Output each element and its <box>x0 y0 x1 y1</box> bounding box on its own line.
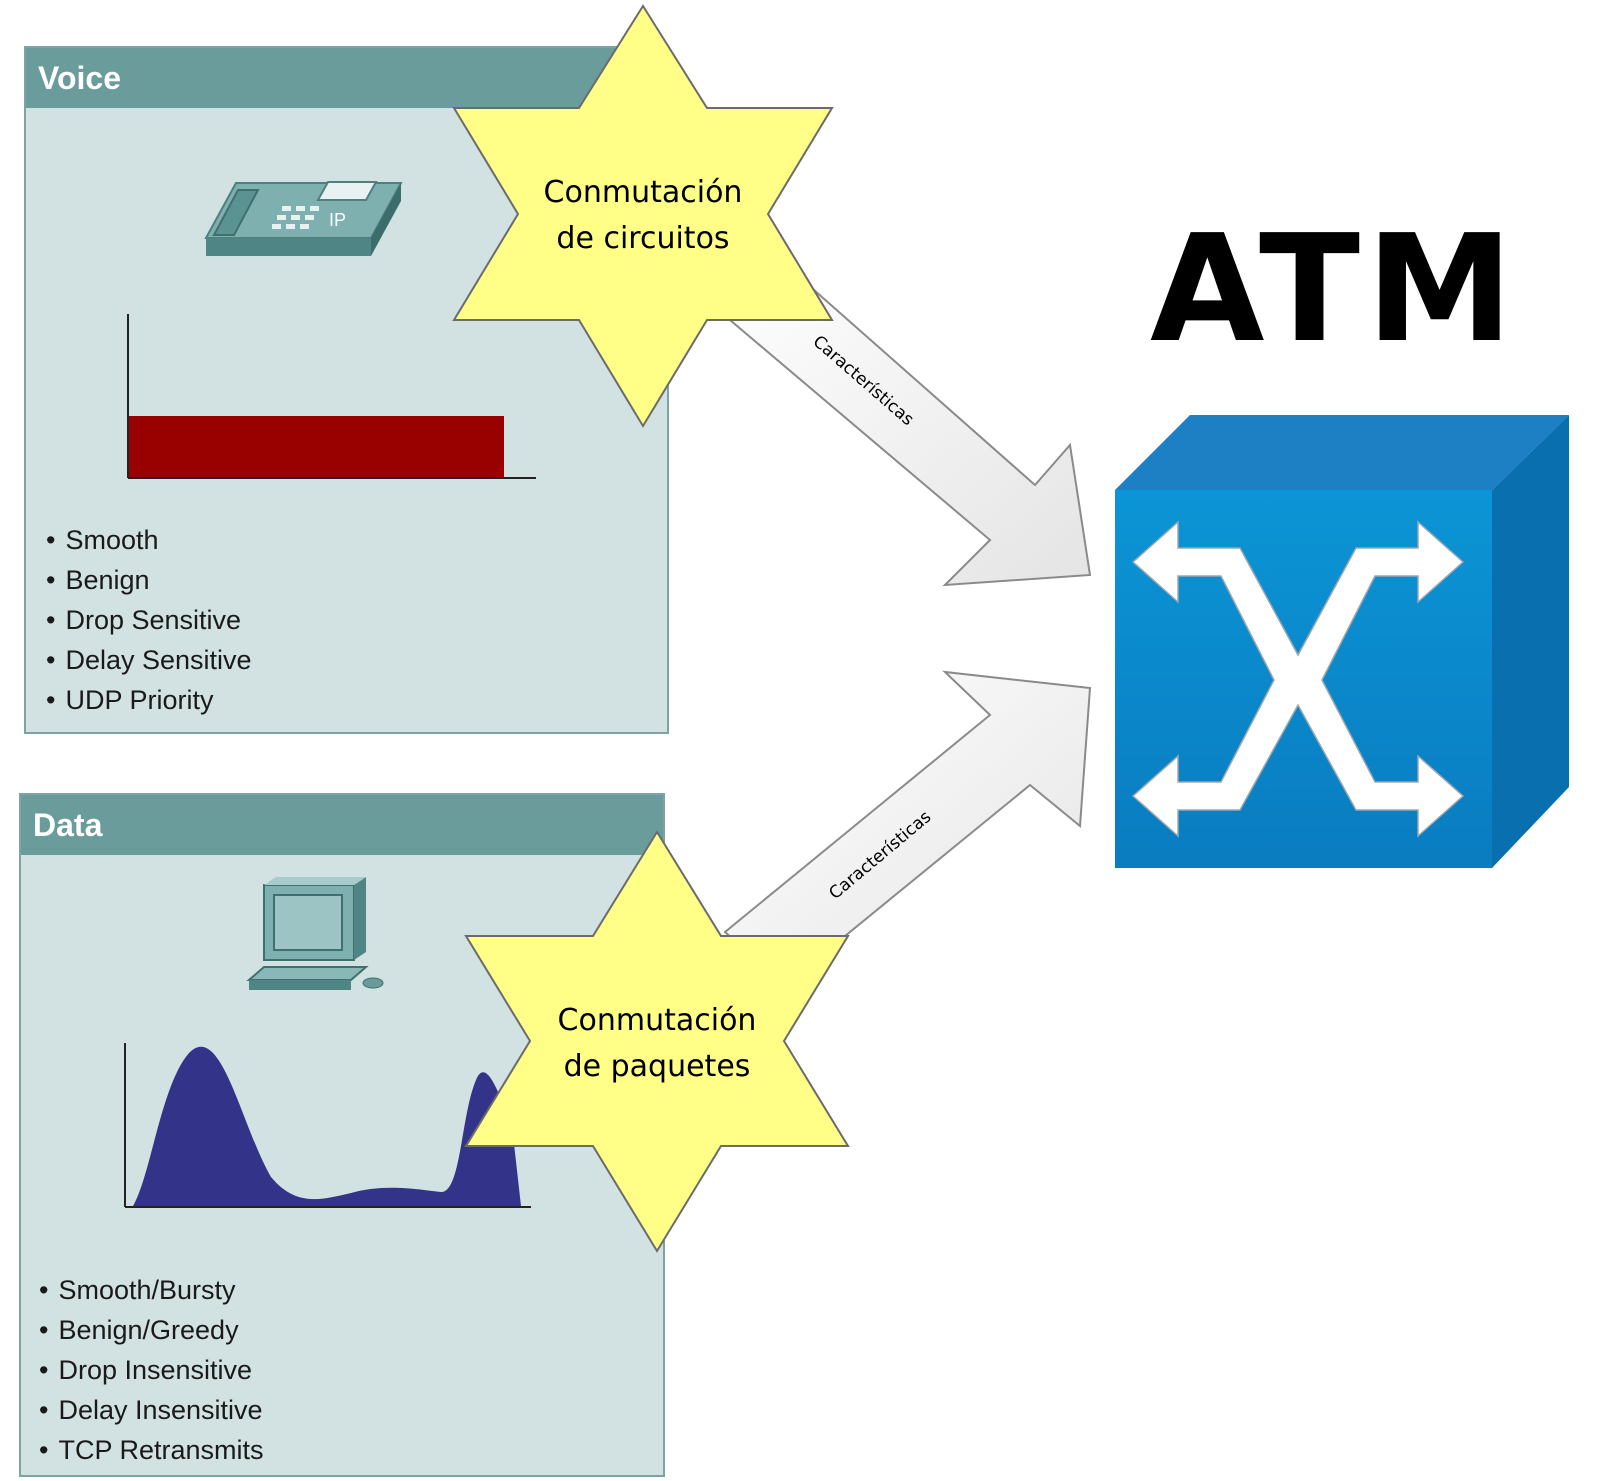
list-item: Drop Insensitive <box>39 1350 264 1390</box>
packet-label-line2: de paquetes <box>563 1049 751 1084</box>
list-item: TCP Retransmits <box>39 1430 263 1470</box>
voice-graphics: IP <box>127 181 536 479</box>
svg-text:IP: IP <box>329 210 346 230</box>
packet-label-line1: Conmutación <box>557 1003 757 1038</box>
ip-phone-icon: IP <box>204 181 403 256</box>
workstation-icon <box>246 877 384 990</box>
voice-panel-title: Voice <box>26 48 667 108</box>
data-traffic-chart <box>124 1043 531 1208</box>
list-item: Delay Sensitive <box>46 640 251 680</box>
list-item: Drop Sensitive <box>46 600 252 640</box>
list-item: Smooth <box>46 520 252 560</box>
packet-switching-label: Conmutación de paquetes <box>534 998 780 1090</box>
data-graphics <box>124 877 531 1208</box>
data-bullet-list: Smooth/Bursty Benign/Greedy Drop Insensi… <box>39 1270 264 1470</box>
voice-traffic-chart <box>127 314 536 479</box>
circuit-switching-label: Conmutación de circuitos <box>520 170 766 262</box>
list-item: Delay Insensitive <box>39 1390 264 1430</box>
voice-traffic-bar <box>129 416 504 477</box>
list-item: Benign/Greedy <box>39 1310 264 1350</box>
circuit-label-line2: de circuitos <box>556 221 730 256</box>
circuit-switching-star <box>452 4 834 428</box>
packet-switching-star <box>464 830 850 1253</box>
list-item: Benign <box>46 560 252 600</box>
circuit-label-line1: Conmutación <box>543 175 743 210</box>
atm-title: ATM <box>1150 203 1520 375</box>
list-item: UDP Priority <box>46 680 252 720</box>
voice-bullet-list: Smooth Benign Drop Sensitive Delay Sensi… <box>46 520 252 720</box>
data-traffic-wave <box>133 1046 521 1206</box>
data-panel-title: Data <box>21 795 663 855</box>
list-item: Smooth/Bursty <box>39 1270 264 1310</box>
atm-switch-icon <box>1115 415 1569 868</box>
